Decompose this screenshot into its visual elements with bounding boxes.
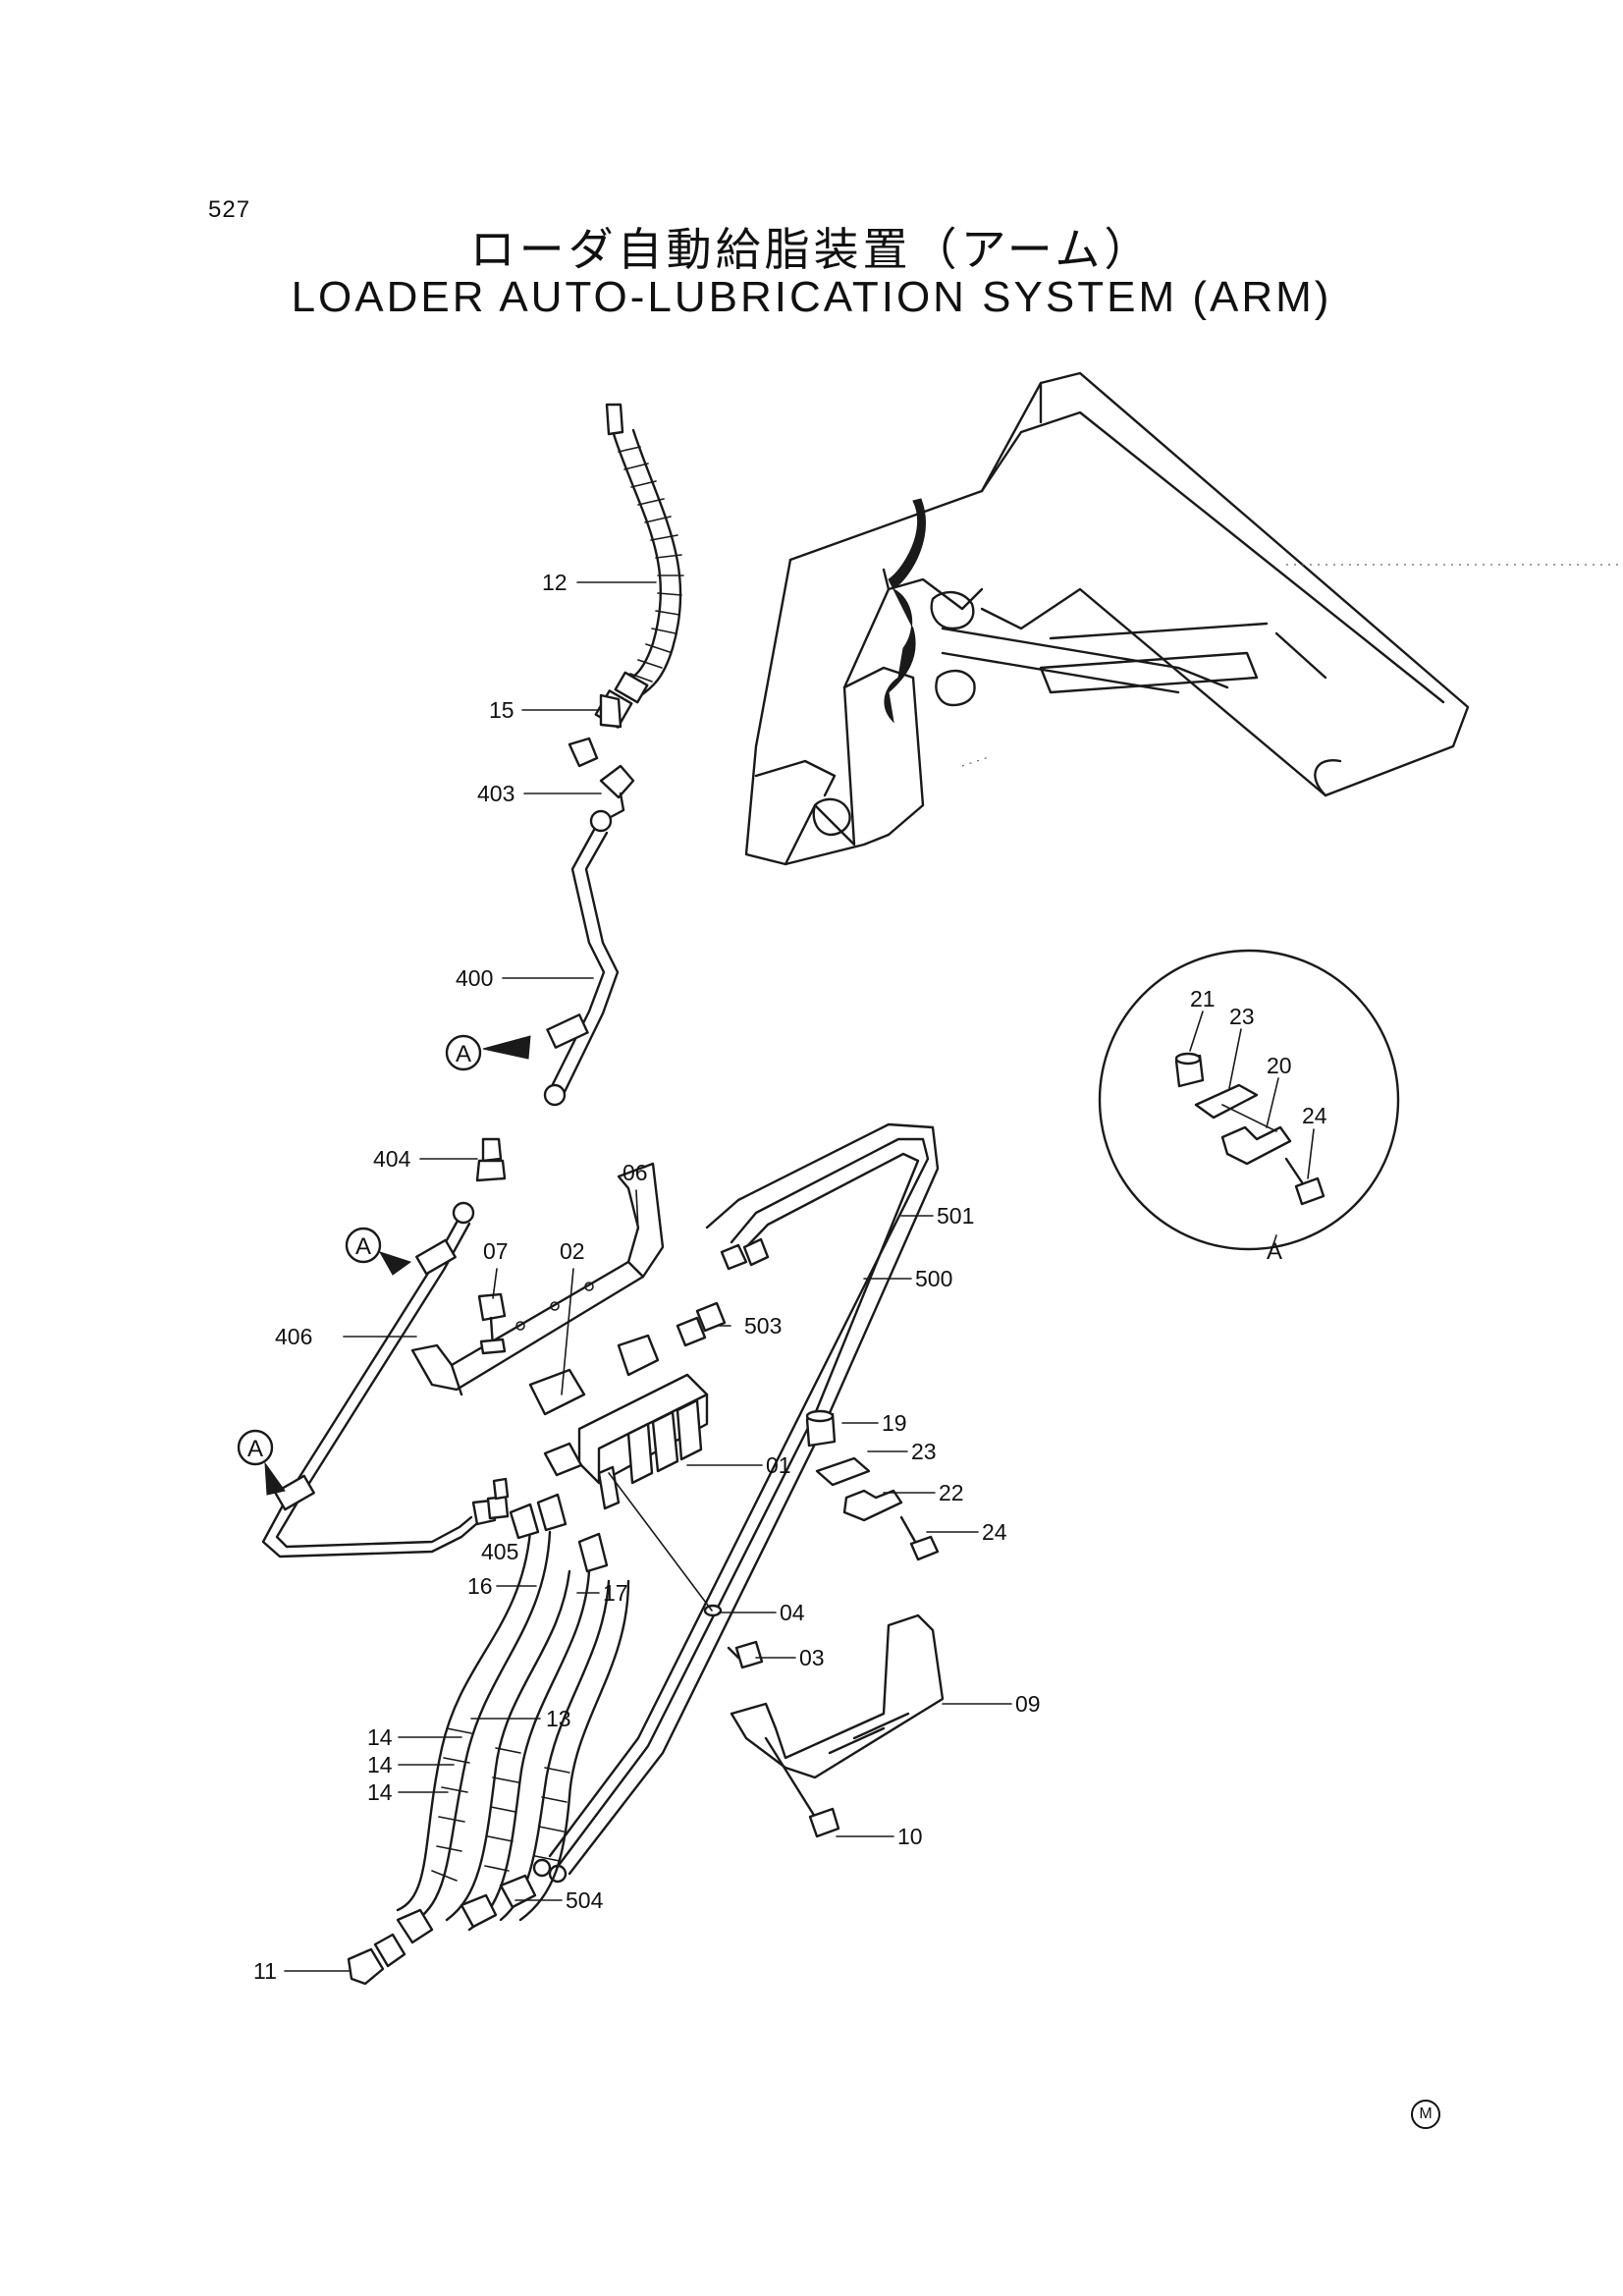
callout-11: 11 [253, 1958, 277, 1984]
callout-20-detail: 20 [1267, 1053, 1292, 1078]
callout-09: 09 [1015, 1691, 1041, 1717]
svg-text:A: A [355, 1233, 371, 1260]
reference-mark-a-1: A [445, 1034, 531, 1071]
callout-501: 501 [937, 1203, 974, 1229]
callout-406: 406 [275, 1324, 312, 1349]
bolt-03-washer-04 [608, 1472, 764, 1669]
callout-504: 504 [566, 1887, 604, 1913]
maker-mark: M [1411, 2100, 1440, 2129]
callout-02: 02 [560, 1238, 585, 1264]
pipes-500-501 [532, 1122, 940, 1884]
svg-text:A: A [456, 1041, 471, 1067]
loader-arm-illustration [744, 371, 1623, 866]
callout-15: 15 [489, 697, 514, 723]
fitting-404 [475, 1137, 507, 1182]
callout-19: 19 [882, 1410, 907, 1436]
plate-23 [815, 1456, 871, 1487]
collar-19 [805, 1409, 837, 1448]
callout-03: 03 [799, 1645, 825, 1670]
bolt-24 [899, 1515, 940, 1561]
bolt-07 [477, 1292, 507, 1355]
callout-04: 04 [780, 1600, 805, 1625]
svg-text:A: A [247, 1436, 263, 1462]
callout-22: 22 [939, 1480, 964, 1505]
reference-mark-a-2: A [345, 1227, 412, 1276]
callout-405: 405 [481, 1539, 518, 1564]
callout-14-b: 14 [367, 1752, 393, 1777]
callout-400: 400 [456, 965, 493, 991]
callout-23: 23 [911, 1439, 937, 1464]
title-english: LOADER AUTO-LUBRICATION SYSTEM (ARM) [291, 273, 1332, 321]
callout-17: 17 [603, 1580, 628, 1606]
callout-13: 13 [546, 1706, 571, 1731]
fitting-503 [676, 1301, 727, 1347]
clamp-22 [842, 1489, 903, 1522]
title-japanese: ローダ自動給脂装置（アーム） [469, 223, 1154, 276]
callout-24: 24 [982, 1519, 1007, 1545]
callout-14-c: 14 [367, 1779, 393, 1805]
fitting-405 [486, 1477, 510, 1520]
pipe-400 [543, 809, 620, 1107]
page-number: 527 [208, 196, 251, 223]
bolt-10 [764, 1736, 840, 1838]
callout-06: 06 [622, 1160, 648, 1185]
callout-404: 404 [373, 1146, 411, 1172]
elbow-11 [347, 1908, 434, 1986]
connector-403 [568, 737, 635, 819]
bracket-09 [730, 1613, 945, 1779]
distribution-block-01 [543, 1373, 709, 1485]
callout-14-a: 14 [367, 1724, 393, 1750]
callout-07: 07 [483, 1238, 509, 1264]
callout-500: 500 [915, 1266, 952, 1291]
grease-hose-12 [594, 403, 684, 729]
callout-16: 16 [467, 1573, 493, 1599]
adapter-15 [599, 693, 622, 729]
callout-403: 403 [477, 781, 514, 806]
callout-21-detail: 21 [1190, 986, 1216, 1011]
callout-24-detail: 24 [1302, 1103, 1327, 1128]
reference-mark-a-3: A [237, 1429, 286, 1496]
callout-23-detail: 23 [1229, 1004, 1255, 1029]
elbow-504 [460, 1874, 537, 1929]
callout-10: 10 [897, 1824, 923, 1849]
callout-12: 12 [542, 570, 568, 595]
plate-02 [528, 1334, 660, 1416]
callout-01: 01 [766, 1452, 791, 1478]
detail-view-label: A [1267, 1238, 1282, 1265]
leader-lines [284, 581, 1315, 1972]
detail-view-circle [1098, 949, 1400, 1251]
hose-bundle-13-14 [396, 1465, 630, 1932]
callout-labels: 12 15 403 400 404 06 07 02 406 501 500 5… [253, 570, 1327, 1984]
callout-503: 503 [744, 1313, 782, 1339]
